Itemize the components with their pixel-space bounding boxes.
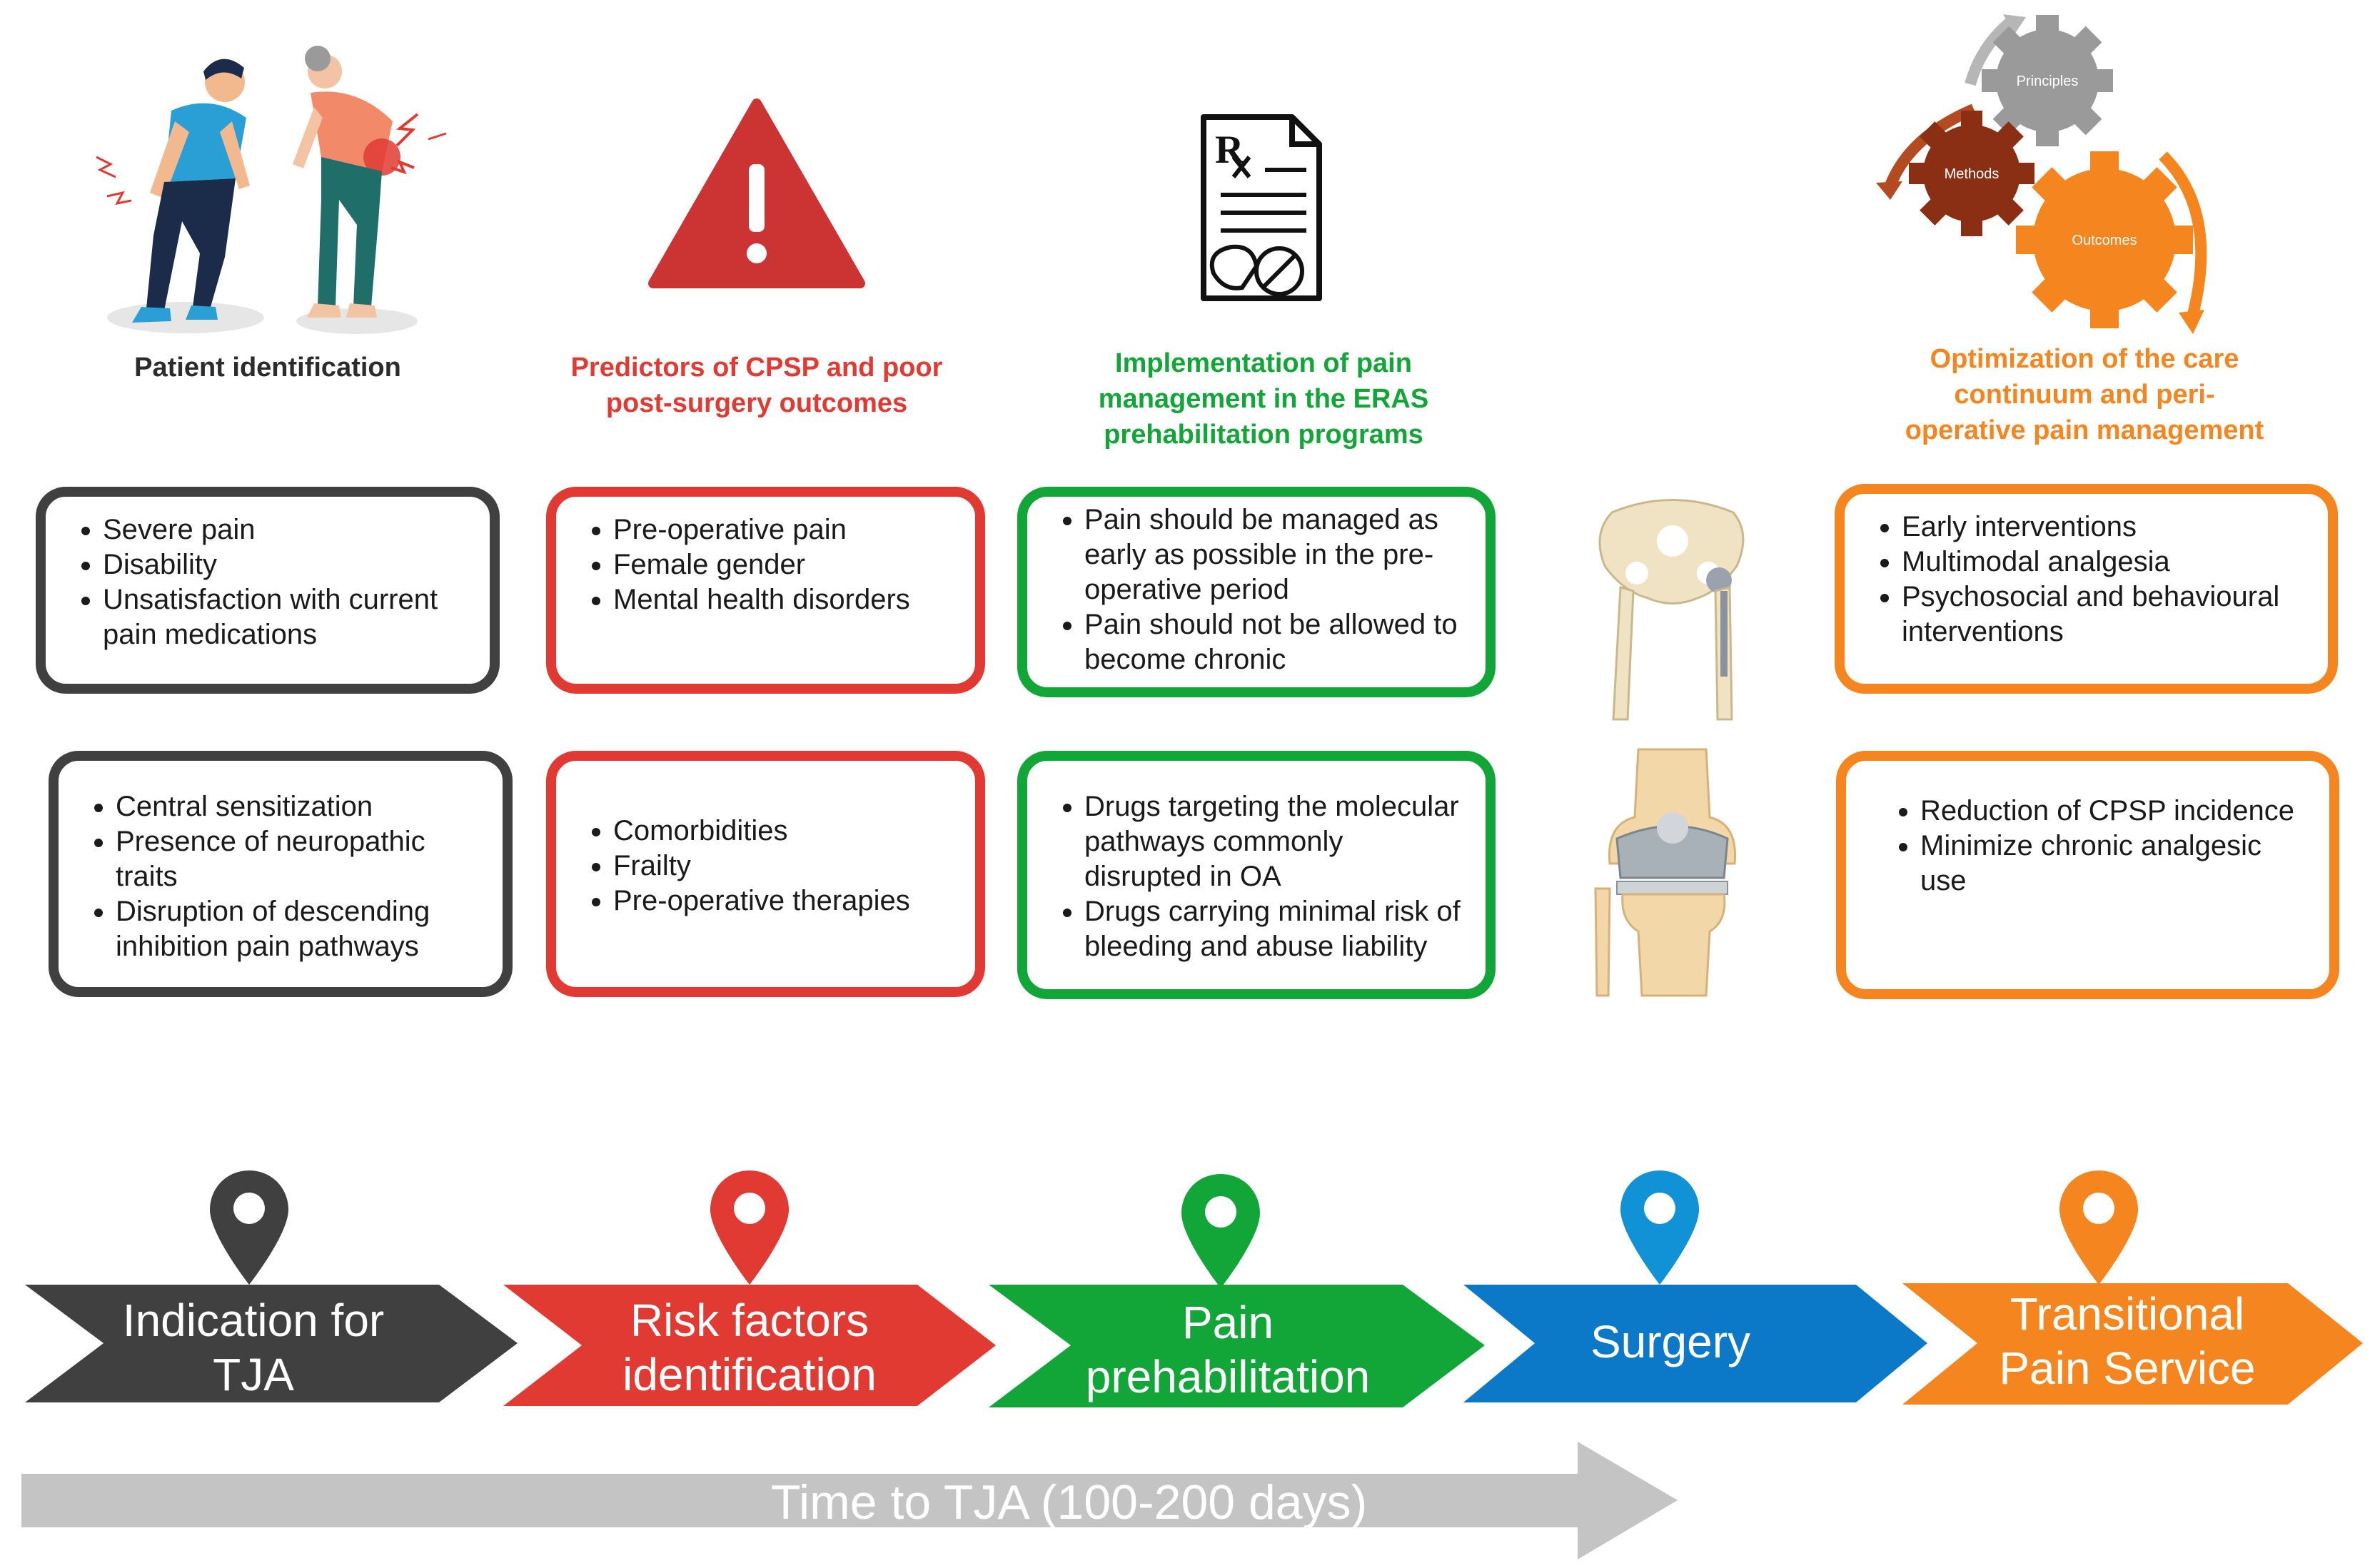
list-item: Severe pain: [103, 512, 471, 547]
stage-label-transitional-line-1: Transitional: [2010, 1288, 2245, 1340]
location-pin-icon: [1181, 1174, 1260, 1288]
stage-label-risk-line-1: Risk factors: [630, 1295, 869, 1346]
location-pin-icon: [1620, 1170, 1699, 1285]
chevron-pain-prehabilitation: [989, 1285, 1485, 1407]
gear-label-methods: Methods: [1945, 166, 2000, 182]
stage-label-indication: Indication for TJA: [93, 1293, 414, 1402]
list-patient-top: Severe painDisabilityUnsatisfaction with…: [67, 512, 471, 652]
title-implementation: Implementation of pain management in the…: [1035, 345, 1492, 452]
gears-icon: Principles Methods Outcomes: [1876, 14, 2207, 334]
title-implementation-line-3: prehabilitation programs: [1104, 420, 1423, 450]
timeline-label: Time to TJA (100-200 days): [771, 1475, 1368, 1529]
chevron-surgery: [1463, 1285, 1927, 1402]
chevron-risk-factors: [503, 1285, 996, 1406]
title-implementation-line-1: Implementation of pain: [1115, 348, 1412, 378]
stage-label-pain-line-2: prehabilitation: [1085, 1351, 1371, 1402]
stage-label-indication-line-2: TJA: [213, 1349, 294, 1400]
list-item: Minimize chronic analgesic use: [1920, 829, 2311, 899]
title-optimization-line-1: Optimization of the care: [1930, 344, 2239, 374]
box-pain-top: Pain should be managed as early as possi…: [1017, 487, 1496, 697]
list-item: Pre-operative pain: [613, 512, 957, 547]
box-risk-bottom: ComorbiditiesFrailtyPre-operative therap…: [546, 751, 985, 997]
knee-implant-illustration: [1594, 748, 1737, 997]
title-patient-identification: Patient identification: [134, 353, 401, 383]
list-item: Pain should not be allowed to become chr…: [1084, 607, 1467, 677]
stage-label-risk-line-2: identification: [622, 1349, 877, 1400]
list-item: Drugs carrying minimal risk of bleeding …: [1084, 894, 1467, 964]
chevron-transitional: [1902, 1283, 2363, 1405]
list-item: Unsatisfaction with current pain medicat…: [103, 582, 471, 652]
stage-label-surgery-line-1: Surgery: [1590, 1316, 1751, 1367]
patients-in-pain-illustration: [96, 46, 447, 334]
list-tps-bottom: Reduction of CPSP incidenceMinimize chro…: [1885, 794, 2311, 899]
timeline-arrow: [21, 1442, 1678, 1559]
list-item: Multimodal analgesia: [1902, 545, 2309, 580]
box-pain-bottom: Drugs targeting the molecular pathways c…: [1017, 751, 1496, 999]
warning-icon: [648, 98, 865, 288]
hip-implant-illustration: [1598, 499, 1745, 721]
title-implementation-line-2: management in the ERAS: [1098, 384, 1429, 414]
stage-label-transitional-line-2: Pain Service: [1999, 1342, 2256, 1394]
timeline-arrow-shape: [21, 1442, 1678, 1559]
list-item: Mental health disorders: [613, 582, 957, 617]
list-item: Reduction of CPSP incidence: [1920, 794, 2311, 829]
box-tps-bottom: Reduction of CPSP incidenceMinimize chro…: [1836, 751, 2339, 999]
gear-label-outcomes: Outcomes: [2072, 233, 2137, 248]
stage-label-indication-line-1: Indication for: [122, 1295, 385, 1346]
list-item: Drugs targeting the molecular pathways c…: [1084, 789, 1467, 894]
list-item: Female gender: [613, 547, 957, 582]
gear-label-principles: Principles: [2017, 74, 2079, 89]
list-pain-top: Pain should be managed as early as possi…: [1049, 502, 1467, 677]
box-tps-top: Early interventionsMultimodal analgesiaP…: [1835, 484, 2338, 694]
list-item: Frailty: [613, 849, 957, 884]
title-predictors: Predictors of CPSP and poor post-surgery…: [543, 350, 971, 421]
stage-label-pain-line-1: Pain: [1181, 1297, 1274, 1348]
box-risk-top: Pre-operative painFemale genderMental he…: [546, 487, 985, 694]
list-pain-bottom: Drugs targeting the molecular pathways c…: [1049, 789, 1467, 964]
location-pin-icon: [210, 1170, 288, 1285]
stage-label-surgery: Surgery: [1521, 1315, 1820, 1369]
stage-label-pain: Pain prehabilitation: [1049, 1295, 1406, 1404]
list-item: Presence of neuropathic traits: [116, 824, 484, 894]
prescription-icon: R: [1201, 114, 1322, 301]
stage-chevrons: [25, 1283, 2363, 1407]
stage-label-transitional: Transitional Pain Service: [1949, 1287, 2306, 1395]
location-pin-icon: [2059, 1170, 2138, 1285]
stage-label-risk: Risk factors identification: [571, 1293, 928, 1402]
title-optimization: Optimization of the care continuum and p…: [1842, 341, 2327, 448]
title-optimization-line-3: operative pain management: [1905, 415, 2264, 445]
list-item: Psychosocial and behavioural interventio…: [1902, 580, 2309, 649]
title-predictors-line-2: post-surgery outcomes: [605, 388, 908, 418]
list-item: Disability: [103, 547, 471, 582]
list-risk-bottom: ComorbiditiesFrailtyPre-operative therap…: [578, 814, 957, 919]
list-item: Central sensitization: [116, 789, 484, 824]
list-tps-top: Early interventionsMultimodal analgesiaP…: [1866, 510, 2309, 649]
list-risk-top: Pre-operative painFemale genderMental he…: [578, 512, 957, 617]
list-item: Pre-operative therapies: [613, 884, 957, 919]
list-item: Disruption of descending inhibition pain…: [116, 894, 484, 964]
chevron-indication: [25, 1285, 518, 1402]
title-optimization-line-2: continuum and peri-: [1954, 380, 2215, 410]
box-patient-top: Severe painDisabilityUnsatisfaction with…: [36, 487, 500, 694]
list-item: Pain should be managed as early as possi…: [1084, 502, 1467, 607]
list-patient-bottom: Central sensitizationPresence of neuropa…: [80, 789, 484, 964]
location-pin-icon: [710, 1170, 789, 1285]
title-predictors-line-1: Predictors of CPSP and poor: [570, 353, 943, 383]
box-patient-bottom: Central sensitizationPresence of neuropa…: [49, 751, 513, 997]
list-item: Early interventions: [1902, 510, 2309, 545]
list-item: Comorbidities: [613, 814, 957, 849]
